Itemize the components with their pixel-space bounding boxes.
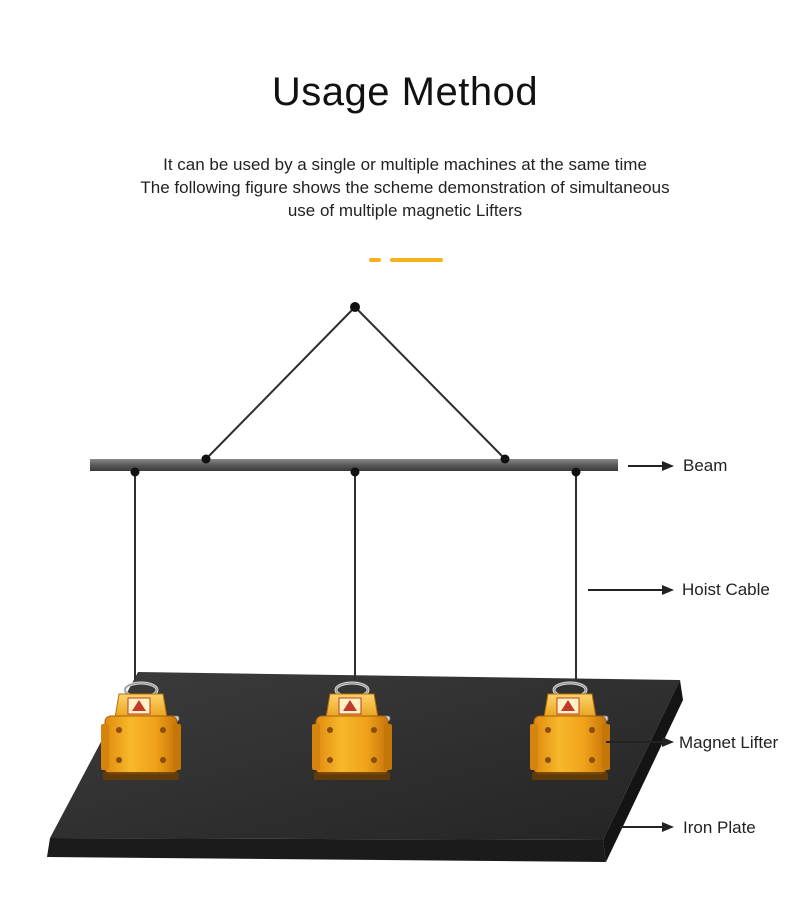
magnet-lifter-2 — [312, 681, 392, 780]
beam-cable-joint-1 — [130, 467, 140, 477]
beam-label: Beam — [683, 456, 728, 475]
beam-cable-joint-3 — [571, 467, 581, 477]
subtitle-line-3: use of multiple magnetic Lifters — [287, 201, 523, 220]
hoist-cable-label: Hoist Cable — [682, 580, 770, 599]
beam-cable-joint-2 — [350, 467, 360, 477]
beam-sling-joint-left — [201, 454, 211, 464]
sling-right-line — [354, 306, 506, 460]
magnet-lifters — [101, 681, 610, 780]
pointer-arrows — [588, 461, 674, 832]
accent-dash-long — [390, 258, 443, 262]
beam-bar — [90, 459, 618, 471]
beam-sling-joint-right — [500, 454, 510, 464]
subtitle: It can be used by a single or multiple m… — [0, 153, 810, 222]
iron-plate-label: Iron Plate — [683, 818, 756, 837]
sling-left-line — [205, 306, 356, 460]
beam — [90, 454, 618, 477]
sling — [205, 302, 506, 460]
magnet-lifter-3 — [530, 681, 610, 780]
hoist-cable-arrow — [588, 585, 674, 595]
accent-dash-short — [369, 258, 381, 262]
magnet-lifter-1 — [101, 681, 181, 780]
magnet-lifter-arrow — [606, 737, 674, 747]
sling-top-joint — [350, 302, 360, 312]
iron-plate-arrow — [620, 822, 674, 832]
subtitle-line-2: The following figure shows the scheme de… — [140, 178, 670, 197]
subtitle-line-1: It can be used by a single or multiple m… — [163, 155, 647, 174]
beam-arrow — [628, 461, 674, 471]
hoist-cables — [134, 472, 577, 680]
page-title: Usage Method — [271, 70, 539, 114]
magnet-lifter-label: Magnet Lifter — [679, 733, 779, 752]
